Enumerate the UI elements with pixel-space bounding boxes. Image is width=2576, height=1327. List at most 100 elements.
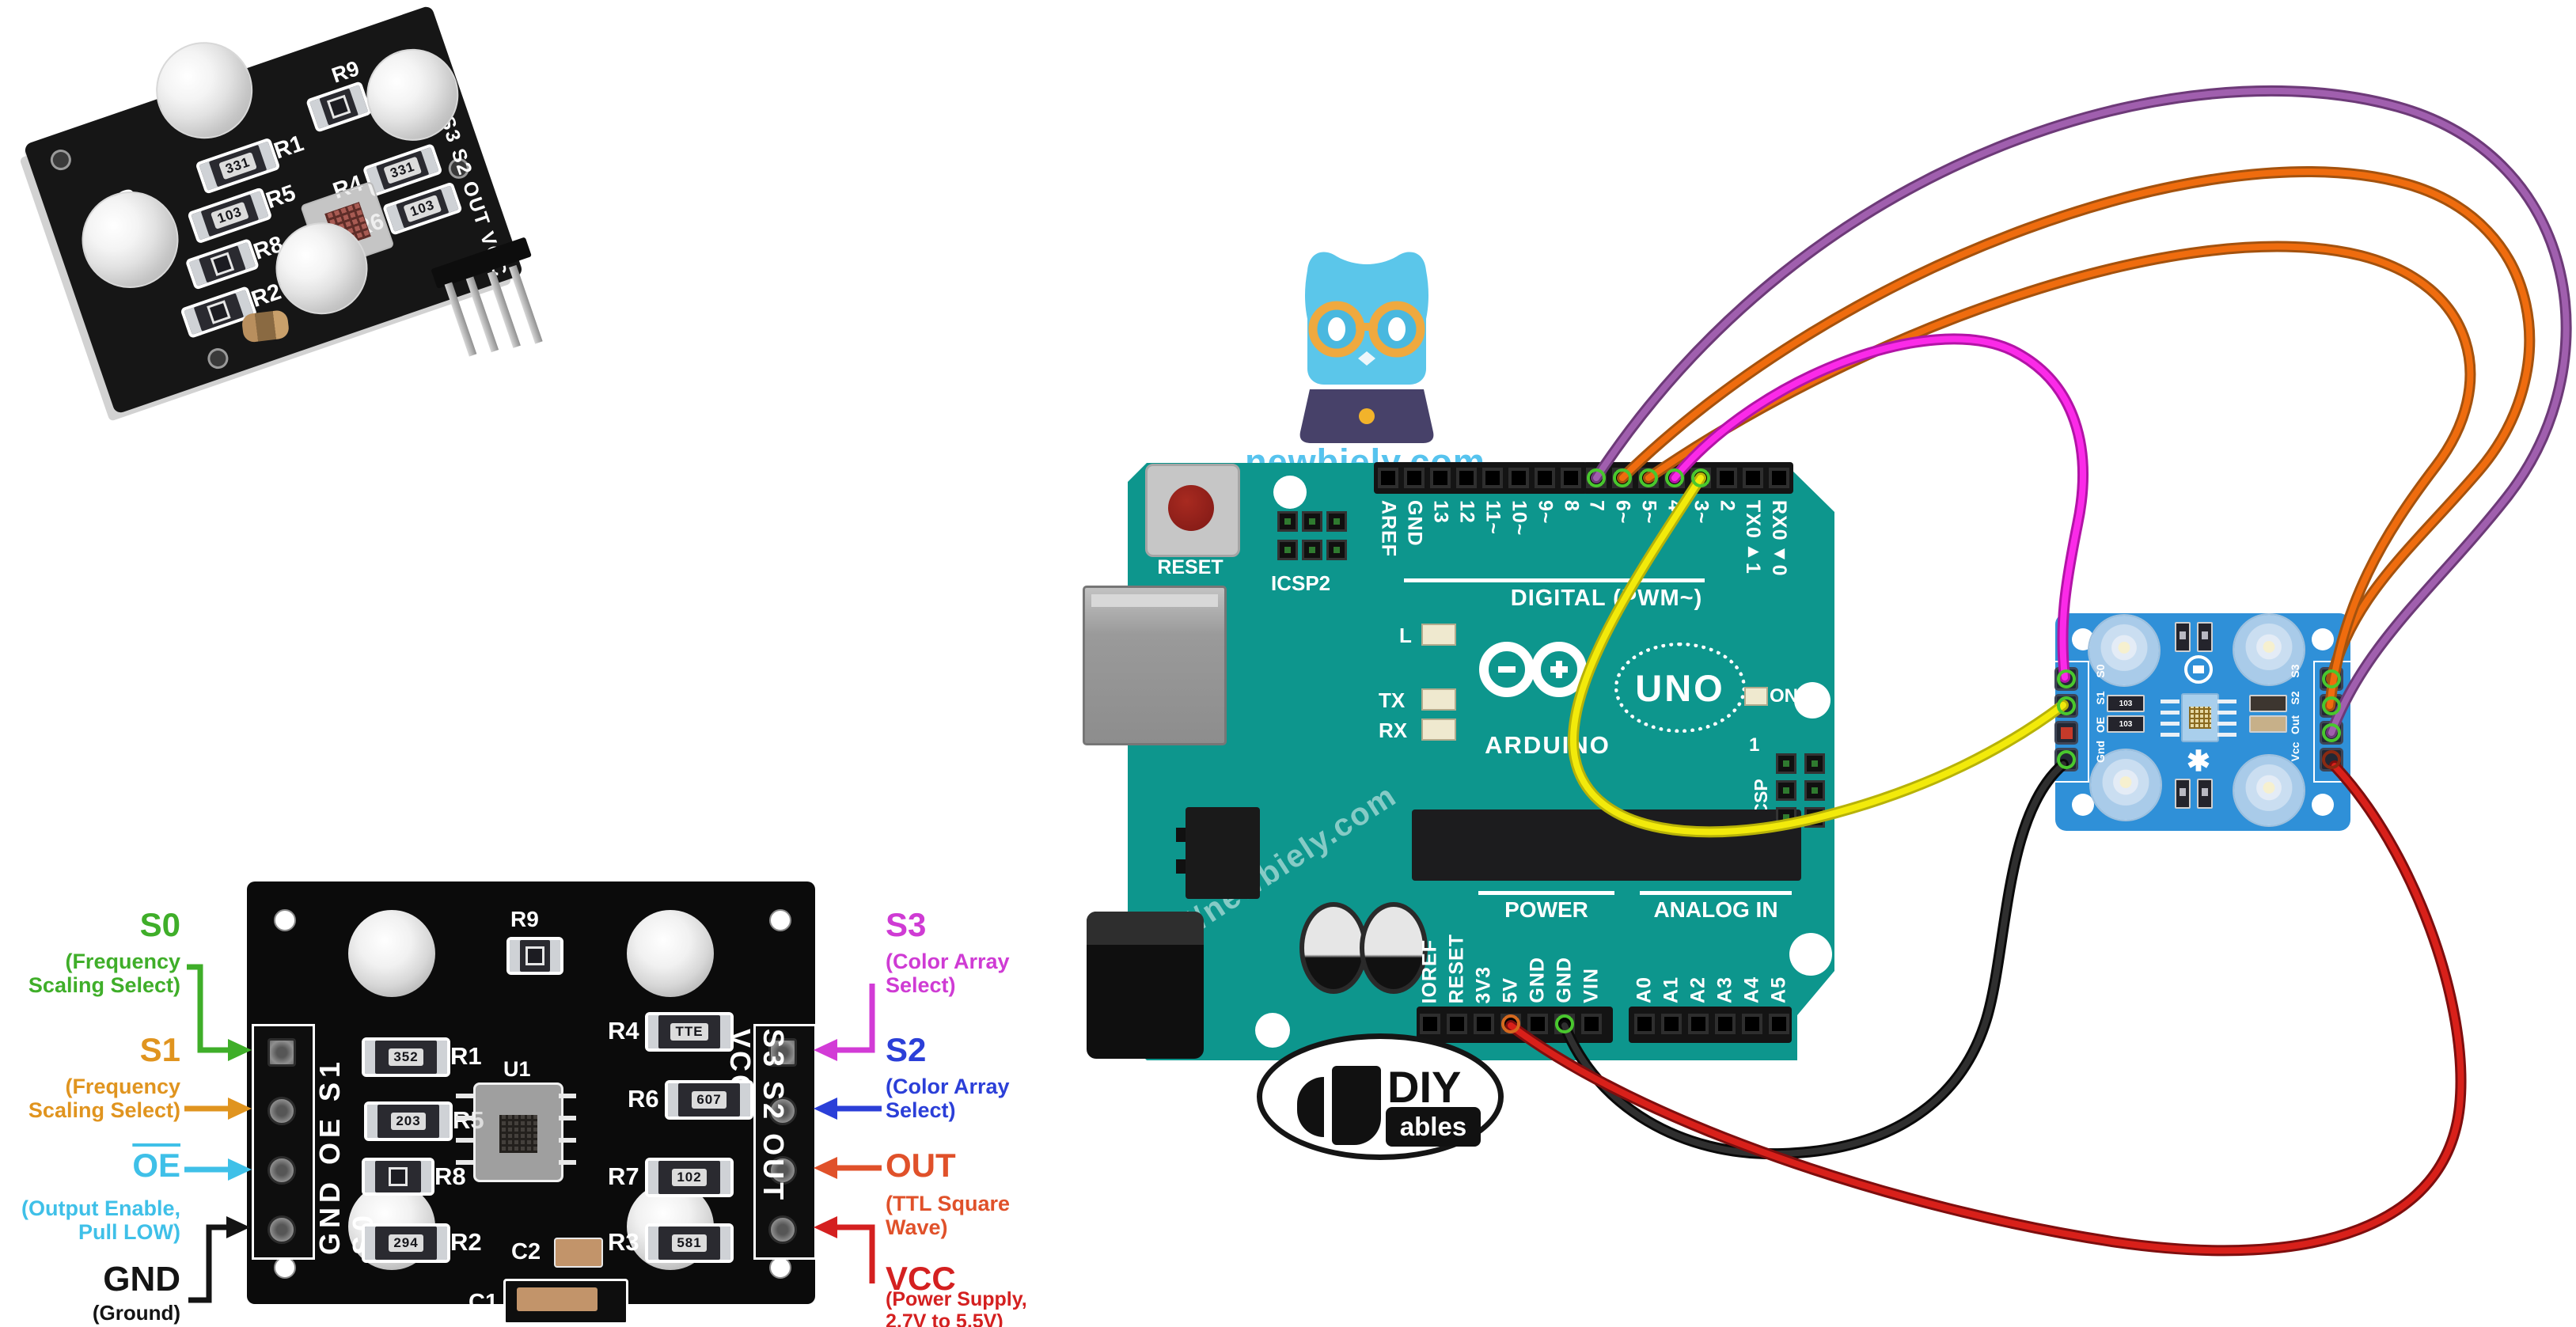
pinout-resistor-r1: 352 — [362, 1037, 450, 1077]
s3-arrow — [837, 984, 875, 1053]
sensor-gnd-ring — [2057, 750, 2076, 769]
analog-header — [1629, 1007, 1792, 1043]
diyables-diy-text: DIY — [1387, 1062, 1462, 1112]
board-hole — [1255, 1013, 1290, 1048]
reset-button — [1145, 464, 1240, 557]
pinout-resistor-r4: TTE — [645, 1012, 734, 1052]
sensor-led — [2234, 615, 2304, 684]
chip-leg — [2161, 700, 2180, 703]
icsp-pin1-label: 1 — [1749, 734, 1760, 756]
arduino-infinity-icon — [1479, 642, 1587, 697]
pin — [1420, 1014, 1440, 1034]
pin — [1717, 468, 1737, 488]
sensor-vcc-ring — [2322, 750, 2341, 769]
uno-text: UNO — [1635, 666, 1725, 709]
chip-leg — [2161, 722, 2180, 726]
pin-label-oe: OE — [132, 1147, 180, 1184]
led-rx-label: RX — [1379, 718, 1408, 742]
pin — [1688, 1014, 1709, 1034]
digital-pin-label: 5~ — [1637, 500, 1660, 525]
digital-pin-label: AREF — [1377, 500, 1400, 558]
atmega-chip — [1412, 809, 1801, 881]
sensor-led — [2234, 756, 2304, 825]
pin-desc-oe: (Output Enable,Pull LOW) — [21, 1196, 180, 1245]
barrel-jack — [1087, 912, 1204, 1059]
digital-pin-label: 13 — [1429, 500, 1452, 524]
s3-arrow-head — [814, 1039, 837, 1061]
pin — [1742, 1014, 1762, 1034]
pinout-pin-out — [768, 1156, 797, 1185]
vcc-arrow-head — [814, 1216, 837, 1238]
pin3-ring — [1691, 468, 1710, 487]
pinout-pin-gnd — [267, 1215, 296, 1244]
pin-label-s3: S3 — [886, 906, 927, 943]
pinout-resistor-r3: 581 — [645, 1223, 734, 1263]
pin-label-out: OUT — [886, 1147, 956, 1184]
sensor-out-ring — [2322, 723, 2341, 742]
u1-leg — [559, 1160, 576, 1165]
pin — [1804, 753, 1825, 774]
pinout-right-header — [753, 1024, 817, 1260]
sensor-s1-ring — [2057, 696, 2076, 715]
gnd-arrow-head — [226, 1216, 250, 1238]
u1-leg — [559, 1116, 576, 1120]
pin — [1661, 1014, 1682, 1034]
sensor-smd — [2175, 622, 2191, 652]
pinout-silk-right-col: S3 S2 OUT VCC — [724, 1029, 790, 1204]
sensor-smd — [2175, 779, 2191, 809]
led-l — [1421, 624, 1456, 646]
digital-pin-label: GND — [1403, 500, 1426, 547]
board-hole — [1789, 933, 1832, 976]
owl-icon — [1299, 252, 1434, 443]
pin — [1769, 468, 1789, 488]
vcc-wire-red-core — [1508, 763, 2464, 1254]
pin — [1804, 780, 1825, 801]
sensor-resistor-103: 103 — [2107, 695, 2145, 712]
pinout-label-r6: R6 — [628, 1085, 659, 1113]
digital-pin-label: TX0▸1 — [1742, 500, 1764, 574]
diyables-ables-text: ables — [1399, 1112, 1467, 1141]
pinout-pin-vcc — [768, 1215, 797, 1244]
chip-leg — [2217, 700, 2236, 703]
pinout-cap-c1 — [503, 1279, 628, 1325]
gnd-ring — [1555, 1014, 1574, 1033]
pin — [1277, 540, 1298, 560]
pinout-pin-s3 — [768, 1038, 797, 1067]
pin — [1430, 468, 1451, 488]
pinout-label-c2: C2 — [511, 1239, 541, 1264]
sensor-hole — [2312, 794, 2334, 816]
pinout-label-c1: C1 — [469, 1290, 499, 1315]
diyables-ables-box: ables — [1386, 1107, 1481, 1147]
digital-pin-label: 2 — [1716, 500, 1739, 512]
gnd-wire-black-core — [1561, 761, 2066, 1158]
digital-pin-label: 9~ — [1534, 500, 1557, 525]
led-l-label: L — [1399, 624, 1412, 647]
sensor-smd — [2249, 715, 2287, 733]
uno-oval: UNO — [1614, 643, 1746, 733]
sensor-smd — [2249, 695, 2287, 712]
digital-pin-label: RX0◂0 — [1768, 500, 1790, 577]
arduino-board — [1128, 463, 1834, 1060]
pin — [1302, 511, 1322, 532]
pinout-resistor-r2: 294 — [362, 1223, 450, 1263]
chip-leg — [2217, 733, 2236, 737]
diyables-logo: DIY ables — [1257, 1033, 1504, 1160]
pinout-pin-oe — [267, 1156, 296, 1185]
pinout-pin-s1 — [267, 1097, 296, 1125]
pin4-ring — [1665, 468, 1684, 487]
pin — [1527, 1014, 1548, 1034]
led-tx-label: TX — [1379, 688, 1406, 712]
s3-wire-orange-core — [1619, 169, 2533, 682]
pin — [1581, 1014, 1602, 1034]
pin — [1776, 780, 1796, 801]
voltage-regulator — [1176, 807, 1260, 899]
board-hole — [1794, 682, 1831, 718]
sensor-smd — [2197, 622, 2213, 652]
pin — [1378, 468, 1398, 488]
